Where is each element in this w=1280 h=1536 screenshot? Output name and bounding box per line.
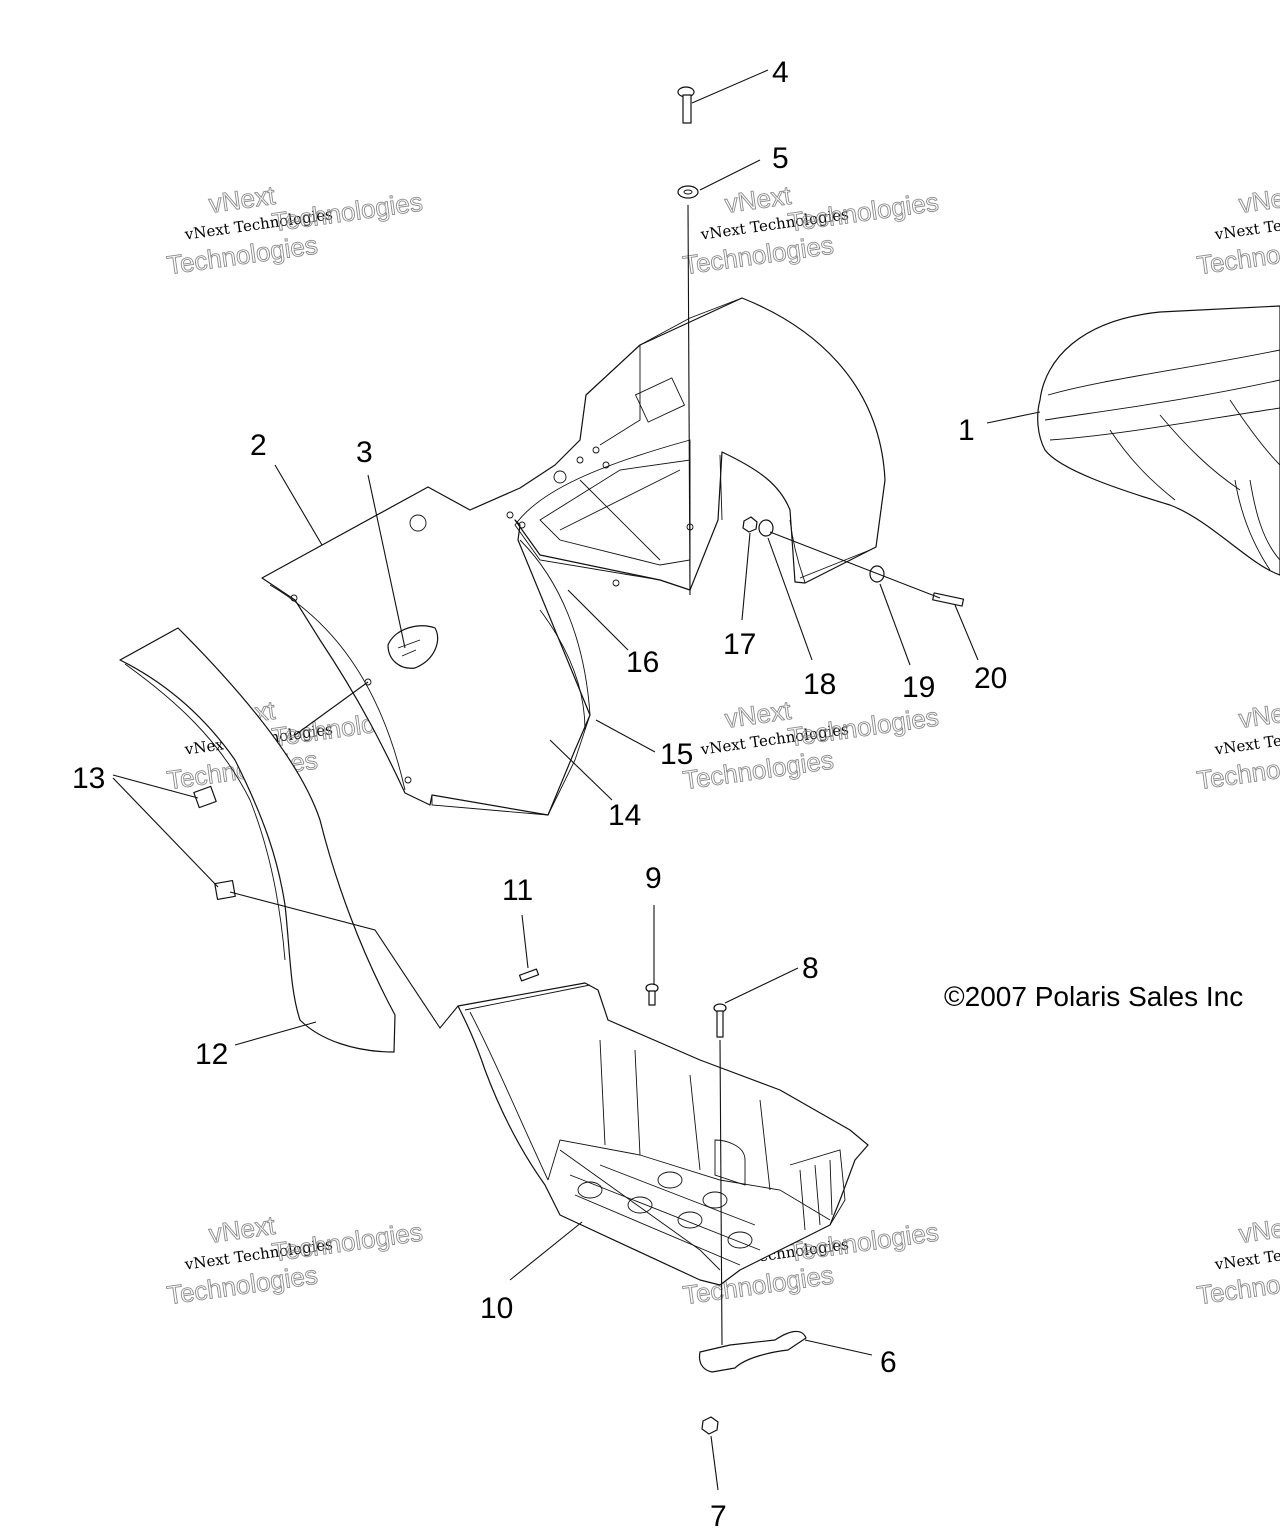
nut-17: [742, 516, 758, 533]
callout-15: 15: [660, 738, 693, 771]
watermark-outline-mid: Technologies: [270, 1216, 424, 1267]
callout-13: 13: [72, 762, 105, 795]
clip-part: [193, 785, 236, 901]
copyright-text: ©2007 Polaris Sales Inc: [944, 981, 1243, 1012]
watermark: vNext vNext Technologies Technologies Te…: [1195, 179, 1280, 280]
callout-20: 20: [974, 662, 1007, 695]
watermark-outline-top: vNext: [1237, 1210, 1280, 1249]
callout-18: 18: [803, 668, 836, 701]
bracket-part: [698, 1330, 807, 1373]
callout-1: 1: [958, 414, 975, 447]
rear-fender-part: [261, 297, 886, 816]
callout-11: 11: [502, 874, 533, 907]
watermark-outline-top: vNext: [1237, 695, 1280, 734]
bolt-20: [932, 592, 965, 607]
watermark: vNext vNext Technologies Technologies Te…: [681, 179, 941, 280]
seat-part: [1037, 305, 1280, 576]
callout-16: 16: [626, 646, 659, 679]
nut-7: [701, 1416, 719, 1435]
washer-5: [677, 185, 699, 199]
watermark: vNext vNext Technologies Technologies Te…: [1195, 694, 1280, 795]
watermark-outline-top: vNext: [723, 695, 794, 734]
callout-5: 5: [772, 142, 789, 175]
screw-9: [645, 983, 659, 1006]
callout-2: 2: [250, 429, 267, 462]
watermark-outline-top: vNext: [723, 180, 794, 219]
callout-7: 7: [710, 1500, 727, 1533]
watermark: vNext vNext Technologies Technologies Te…: [165, 179, 425, 280]
callout-3: 3: [356, 436, 373, 469]
screw-11: [518, 968, 540, 982]
callout-8: 8: [802, 952, 819, 985]
watermark-outline-top: vNext: [207, 180, 278, 219]
callout-6: 6: [880, 1346, 897, 1379]
screw-8: [713, 1003, 727, 1038]
callout-4: 4: [772, 56, 789, 89]
watermark-outline-mid: Technologies: [786, 186, 940, 237]
watermark: vNext vNext Technologies Technologies Te…: [165, 1209, 425, 1310]
bolt-4: [677, 86, 695, 124]
washer-18: [758, 519, 774, 537]
callout-19: 19: [902, 671, 935, 704]
callout-17: 17: [723, 628, 756, 661]
watermark-outline-mid: Technologies: [270, 186, 424, 237]
callout-9: 9: [645, 862, 662, 895]
callout-10: 10: [480, 1292, 513, 1325]
watermark-outline-top: vNext: [207, 1210, 278, 1249]
callout-14: 14: [608, 799, 641, 832]
watermark-outline-top: vNext: [1237, 180, 1280, 219]
watermark: vNext vNext Technologies Technologies Te…: [1195, 1209, 1280, 1310]
watermark-outline-mid: Technologies: [786, 701, 940, 752]
footwell-part: [457, 982, 869, 1286]
callout-12: 12: [195, 1038, 228, 1071]
push-rivet-part: [387, 625, 439, 669]
